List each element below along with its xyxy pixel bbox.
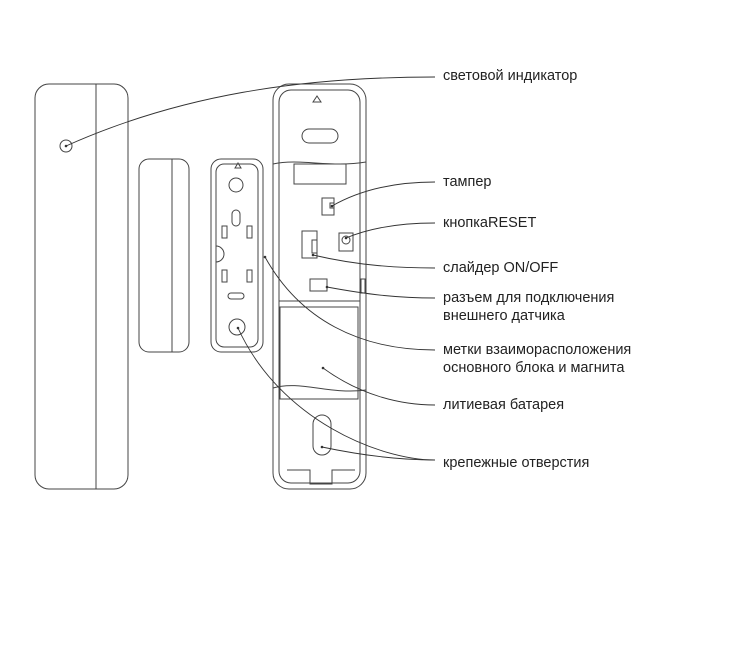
label-mounting-holes: крепежные отверстия <box>443 455 590 471</box>
label-marks-line2: основного блока и магнита <box>443 360 625 376</box>
leader-lines <box>64 76 436 461</box>
magnet <box>138 158 190 353</box>
external-sensor-connector <box>309 278 328 292</box>
led-indicator <box>59 139 73 153</box>
label-tamper: тампер <box>443 174 492 190</box>
main-unit-front <box>34 83 129 490</box>
battery-compartment <box>279 306 359 400</box>
label-slider: слайдер ON/OFF <box>443 260 559 276</box>
on-off-slider <box>301 230 318 259</box>
label-led-indicator: световой индикатор <box>443 68 578 84</box>
label-battery: литиевая батарея <box>443 397 565 413</box>
label-connector-line1: разъем для подключения <box>443 290 615 306</box>
reset-button <box>338 232 354 252</box>
label-reset-button: кнопкаRESET <box>443 215 537 231</box>
magnet-mount-plate <box>210 158 264 353</box>
main-unit-back <box>272 83 367 490</box>
label-connector-line2: внешнего датчика <box>443 308 565 324</box>
label-marks-line1: метки взаиморасположения <box>443 342 632 358</box>
